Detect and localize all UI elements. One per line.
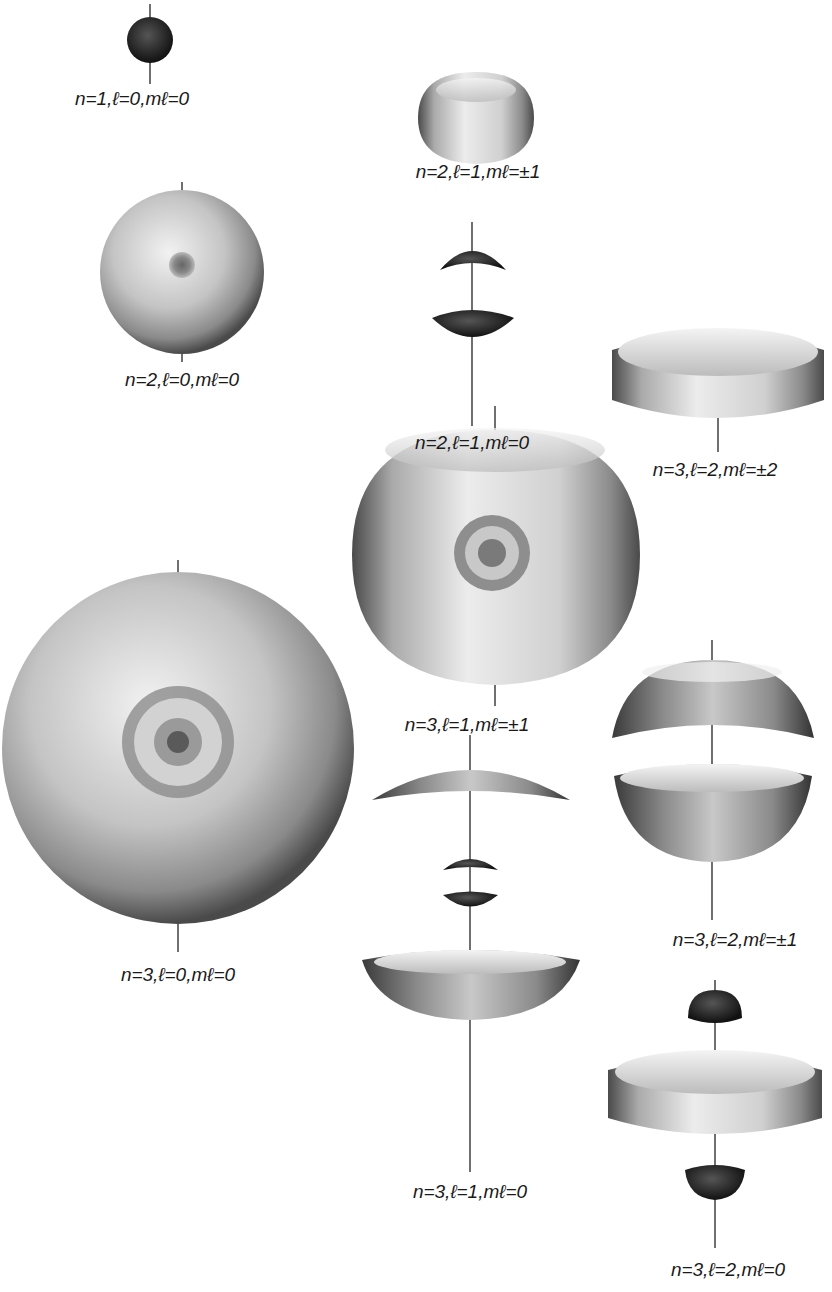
orbital-label: n=2,ℓ=1,mℓ=±1 xyxy=(416,161,541,184)
orbital-label: n=1,ℓ=0,mℓ=0 xyxy=(75,88,189,111)
orbital-label: n=2,ℓ=1,mℓ=0 xyxy=(415,432,529,455)
orbital-label: n=3,ℓ=1,mℓ=0 xyxy=(413,1181,527,1204)
orbital-label: n=2,ℓ=0,mℓ=0 xyxy=(125,369,239,392)
orbital-label: n=3,ℓ=2,mℓ=±2 xyxy=(653,459,778,482)
orbital-label: n=3,ℓ=2,mℓ=±1 xyxy=(673,929,798,952)
orbital-label: n=3,ℓ=0,mℓ=0 xyxy=(121,964,235,987)
orbital-label: n=3,ℓ=1,mℓ=±1 xyxy=(405,714,530,737)
orbital-label: n=3,ℓ=2,mℓ=0 xyxy=(671,1259,785,1282)
